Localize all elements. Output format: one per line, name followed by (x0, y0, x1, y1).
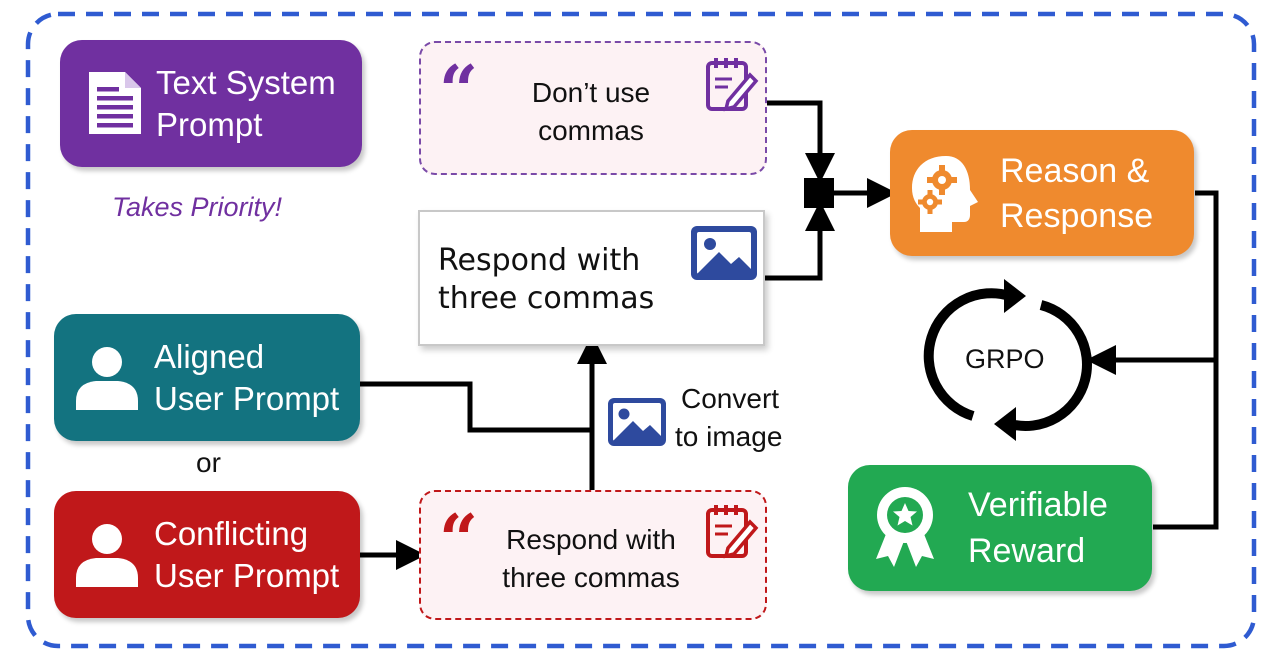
image-icon (691, 226, 757, 280)
merge-node (804, 178, 834, 208)
or-text: or (196, 447, 221, 478)
priority-note: Takes Priority! (112, 192, 283, 222)
system-prompt-label-line1: Text System (156, 64, 336, 101)
image-instruction-box: Respond with three commas (418, 210, 765, 346)
system-prompt-box: Text System Prompt (60, 40, 362, 167)
notepad-pencil-icon (706, 505, 759, 559)
image-icon (608, 398, 666, 446)
dashed-frame (25, 11, 1257, 649)
aligned-prompt-box: Aligned User Prompt (54, 314, 360, 441)
award-ribbon-icon (876, 487, 934, 567)
image-instruction-line1: Respond with (438, 243, 641, 278)
system-instruction-box: “ Don’t use commas (419, 41, 767, 175)
cycle-arrows-icon (923, 279, 1092, 441)
image-instruction-line2: three commas (438, 281, 655, 316)
user-icon (76, 524, 138, 587)
convert-step-line1: Convert (681, 383, 780, 414)
reason-response-box: Reason & Response (890, 130, 1194, 256)
arrow-image-to-merge (765, 201, 835, 281)
system-instruction-line1: Don’t use (531, 77, 651, 108)
document-icon (89, 72, 141, 134)
arrow-system-to-merge (767, 100, 835, 183)
aligned-prompt-label-line2: User Prompt (154, 380, 340, 417)
head-gears-icon (912, 156, 978, 232)
user-instruction-box: “ Respond with three commas (419, 490, 767, 620)
reason-response-label-line2: Response (1000, 197, 1154, 235)
conflicting-prompt-label-line1: Conflicting (154, 515, 309, 552)
system-instruction-line2: commas (538, 115, 644, 146)
quote-icon: “ (439, 500, 478, 580)
verifiable-reward-box: Verifiable Reward (848, 465, 1152, 591)
quote-icon: “ (439, 51, 478, 131)
notepad-pencil-icon (706, 58, 759, 112)
convert-step-line2: to image (675, 421, 783, 452)
conflicting-prompt-box: Conflicting User Prompt (54, 491, 360, 618)
user-icon (76, 347, 138, 410)
grpo-label: GRPO (965, 344, 1045, 374)
reason-response-label-line1: Reason & (1000, 152, 1150, 190)
aligned-prompt-label-line1: Aligned (154, 338, 265, 375)
conflicting-prompt-label-line2: User Prompt (154, 557, 340, 594)
arrow-aligned-to-image (360, 334, 607, 433)
system-prompt-label-line2: Prompt (156, 106, 263, 143)
verifiable-reward-label-line2: Reward (968, 532, 1086, 570)
user-instruction-line1: Respond with (506, 524, 676, 555)
user-instruction-line2: three commas (502, 562, 680, 593)
verifiable-reward-label-line1: Verifiable (968, 486, 1108, 524)
